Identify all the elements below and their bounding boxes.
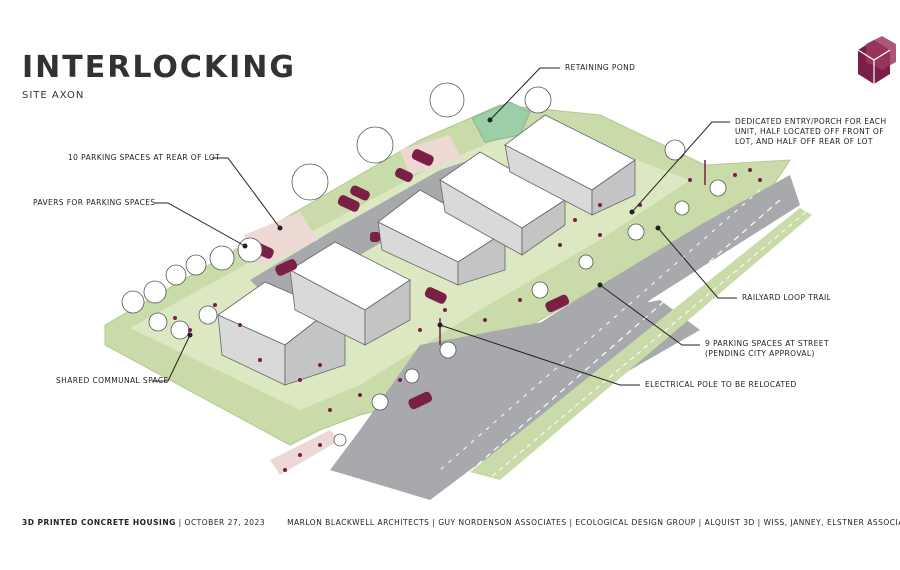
page-title: INTERLOCKING [22,50,297,85]
trees [121,82,727,447]
page-subtitle: SITE AXON [22,90,85,101]
retaining-pond [471,101,531,143]
people [173,168,762,472]
loop-trail [470,208,812,480]
callout-shared-space: SHARED COMMUNAL SPACE [56,376,169,385]
callout-retaining-pond: RETAINING POND [565,63,636,72]
footer-project: 3D PRINTED CONCRETE HOUSING [22,518,176,527]
footer: 3D PRINTED CONCRETE HOUSING | OCTOBER 27… [22,518,900,527]
house-2 [289,241,411,346]
callout-entry-line2: UNIT, HALF LOCATED OFF FRONT OF [735,127,884,136]
house-1 [217,281,346,386]
callout-railyard-trail: RAILYARD LOOP TRAIL [742,293,832,302]
callout-entry-line1: DEDICATED ENTRY/PORCH FOR EACH [735,117,887,126]
callout-parking-rear: 10 PARKING SPACES AT REAR OF LOT [68,153,221,162]
callout-street-line2: (PENDING CITY APPROVAL) [705,349,815,358]
street-road-lower [330,300,700,470]
house-5 [504,114,636,216]
footer-credits: MARLON BLACKWELL ARCHITECTS | GUY NORDEN… [287,518,900,527]
footer-date: | OCTOBER 27, 2023 [175,518,266,527]
callout-street-line1: 9 PARKING SPACES AT STREET [705,339,829,348]
callout-pavers: PAVERS FOR PARKING SPACES [33,198,156,207]
house-3 [377,189,506,286]
parked-cars [251,149,570,410]
callout-entry-line3: LOT, AND HALF OFF REAR OF LOT [735,137,873,146]
house-4 [439,151,566,256]
callout-electrical-pole: ELECTRICAL POLE TO BE RELOCATED [645,380,797,389]
brand-logo-icon [857,36,896,84]
callout-leaders [152,67,737,386]
